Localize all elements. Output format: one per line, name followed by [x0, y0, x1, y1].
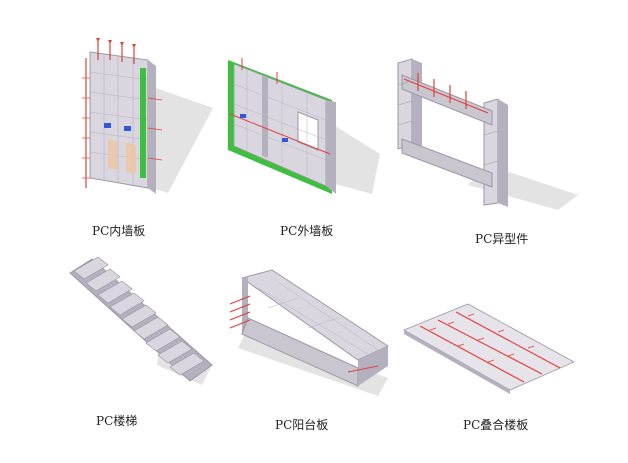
outer-wall-caption: PC外墙板	[280, 224, 334, 238]
stair-illustration	[69, 256, 213, 385]
outer-wall-panel-illustration	[228, 58, 380, 194]
balcony-slab-illustration	[229, 269, 390, 396]
special-shaped-figure	[388, 55, 588, 215]
inner-wall-panel-illustration	[82, 38, 213, 194]
special-shaped-caption: PC异型件	[475, 232, 529, 246]
composite-floor-slab-caption: PC叠合楼板	[463, 418, 529, 432]
balcony-slab-caption: PC阳台板	[275, 418, 329, 432]
composite-floor-slab-illustration	[403, 303, 575, 394]
stair-caption: PC楼梯	[96, 414, 138, 428]
stair-figure	[62, 255, 222, 395]
outer-wall-panel-figure	[222, 54, 382, 204]
inner-wall-caption: PC内墙板	[92, 224, 146, 238]
special-shaped-illustration	[397, 58, 578, 210]
inner-wall-panel-figure	[78, 38, 228, 198]
composite-floor-slab-figure	[398, 300, 578, 400]
balcony-slab-figure	[228, 268, 398, 398]
